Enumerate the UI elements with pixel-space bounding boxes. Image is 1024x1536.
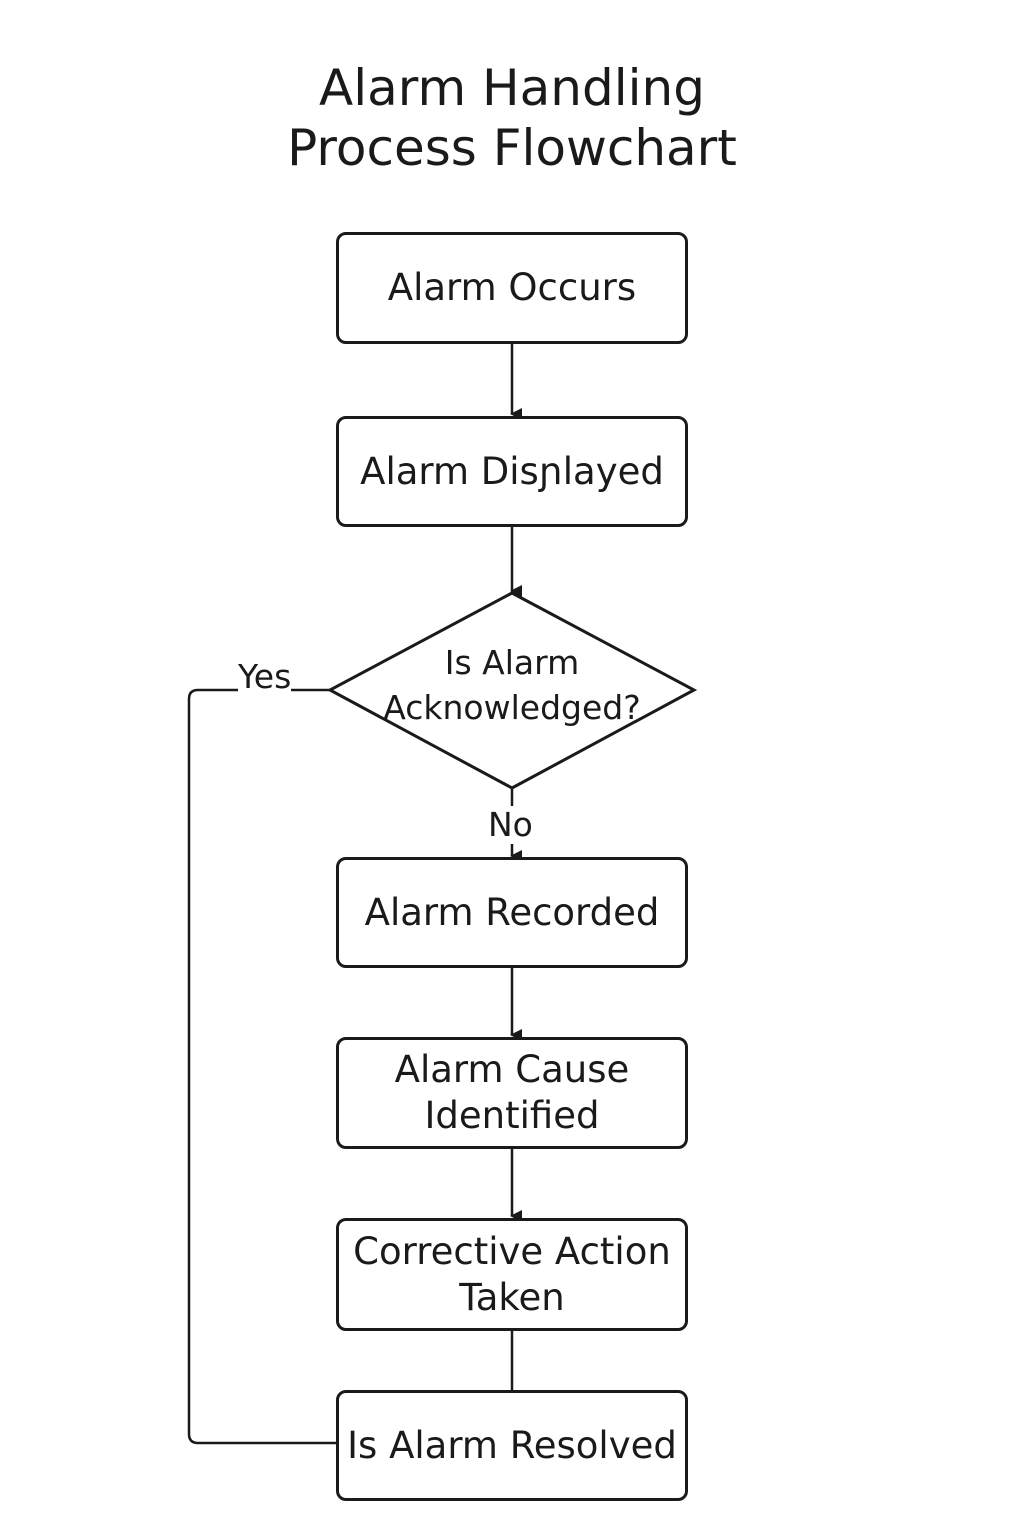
node-alarm-recorded: Alarm Recorded — [336, 857, 688, 968]
decision-label-line-2: Acknowledged? — [383, 688, 641, 727]
node-alarm-occurs-label: Alarm Occurs — [387, 266, 637, 309]
node-alarm-displayed: Alarm Disɲlayed — [336, 416, 688, 527]
node-alarm-resolved-label: Is Alarm Resolved — [347, 1423, 677, 1467]
diagram-title: Alarm Handling Process Flowchart — [0, 58, 1024, 178]
node-corrective-action-line-2: Taken — [459, 1275, 565, 1319]
node-corrective-action: Corrective Action Taken — [336, 1218, 688, 1331]
title-line-2: Process Flowchart — [287, 119, 737, 177]
node-alarm-occurs: Alarm Occurs — [336, 232, 688, 344]
yes-loop-connector — [187, 688, 336, 1445]
decision-label: Is Alarm Acknowledged? — [352, 640, 672, 730]
edge-label-yes: Yes — [238, 657, 292, 696]
node-alarm-cause-line-2: Identified — [424, 1094, 600, 1137]
node-alarm-cause-label: Alarm Cause Identified — [395, 1047, 630, 1139]
node-alarm-cause-line-1: Alarm Cause — [394, 1048, 630, 1091]
node-corrective-action-label: Corrective Action Taken — [353, 1229, 671, 1321]
decision-label-line-1: Is Alarm — [444, 643, 580, 682]
node-alarm-displayed-label: Alarm Disɲlayed — [360, 449, 664, 493]
title-line-1: Alarm Handling — [319, 59, 705, 117]
node-alarm-recorded-label: Alarm Recorded — [364, 890, 660, 934]
node-corrective-action-line-1: Corrective Action — [353, 1229, 671, 1273]
node-alarm-resolved: Is Alarm Resolved — [336, 1390, 688, 1501]
edge-label-no: No — [488, 805, 533, 844]
node-alarm-cause-identified: Alarm Cause Identified — [336, 1037, 688, 1149]
